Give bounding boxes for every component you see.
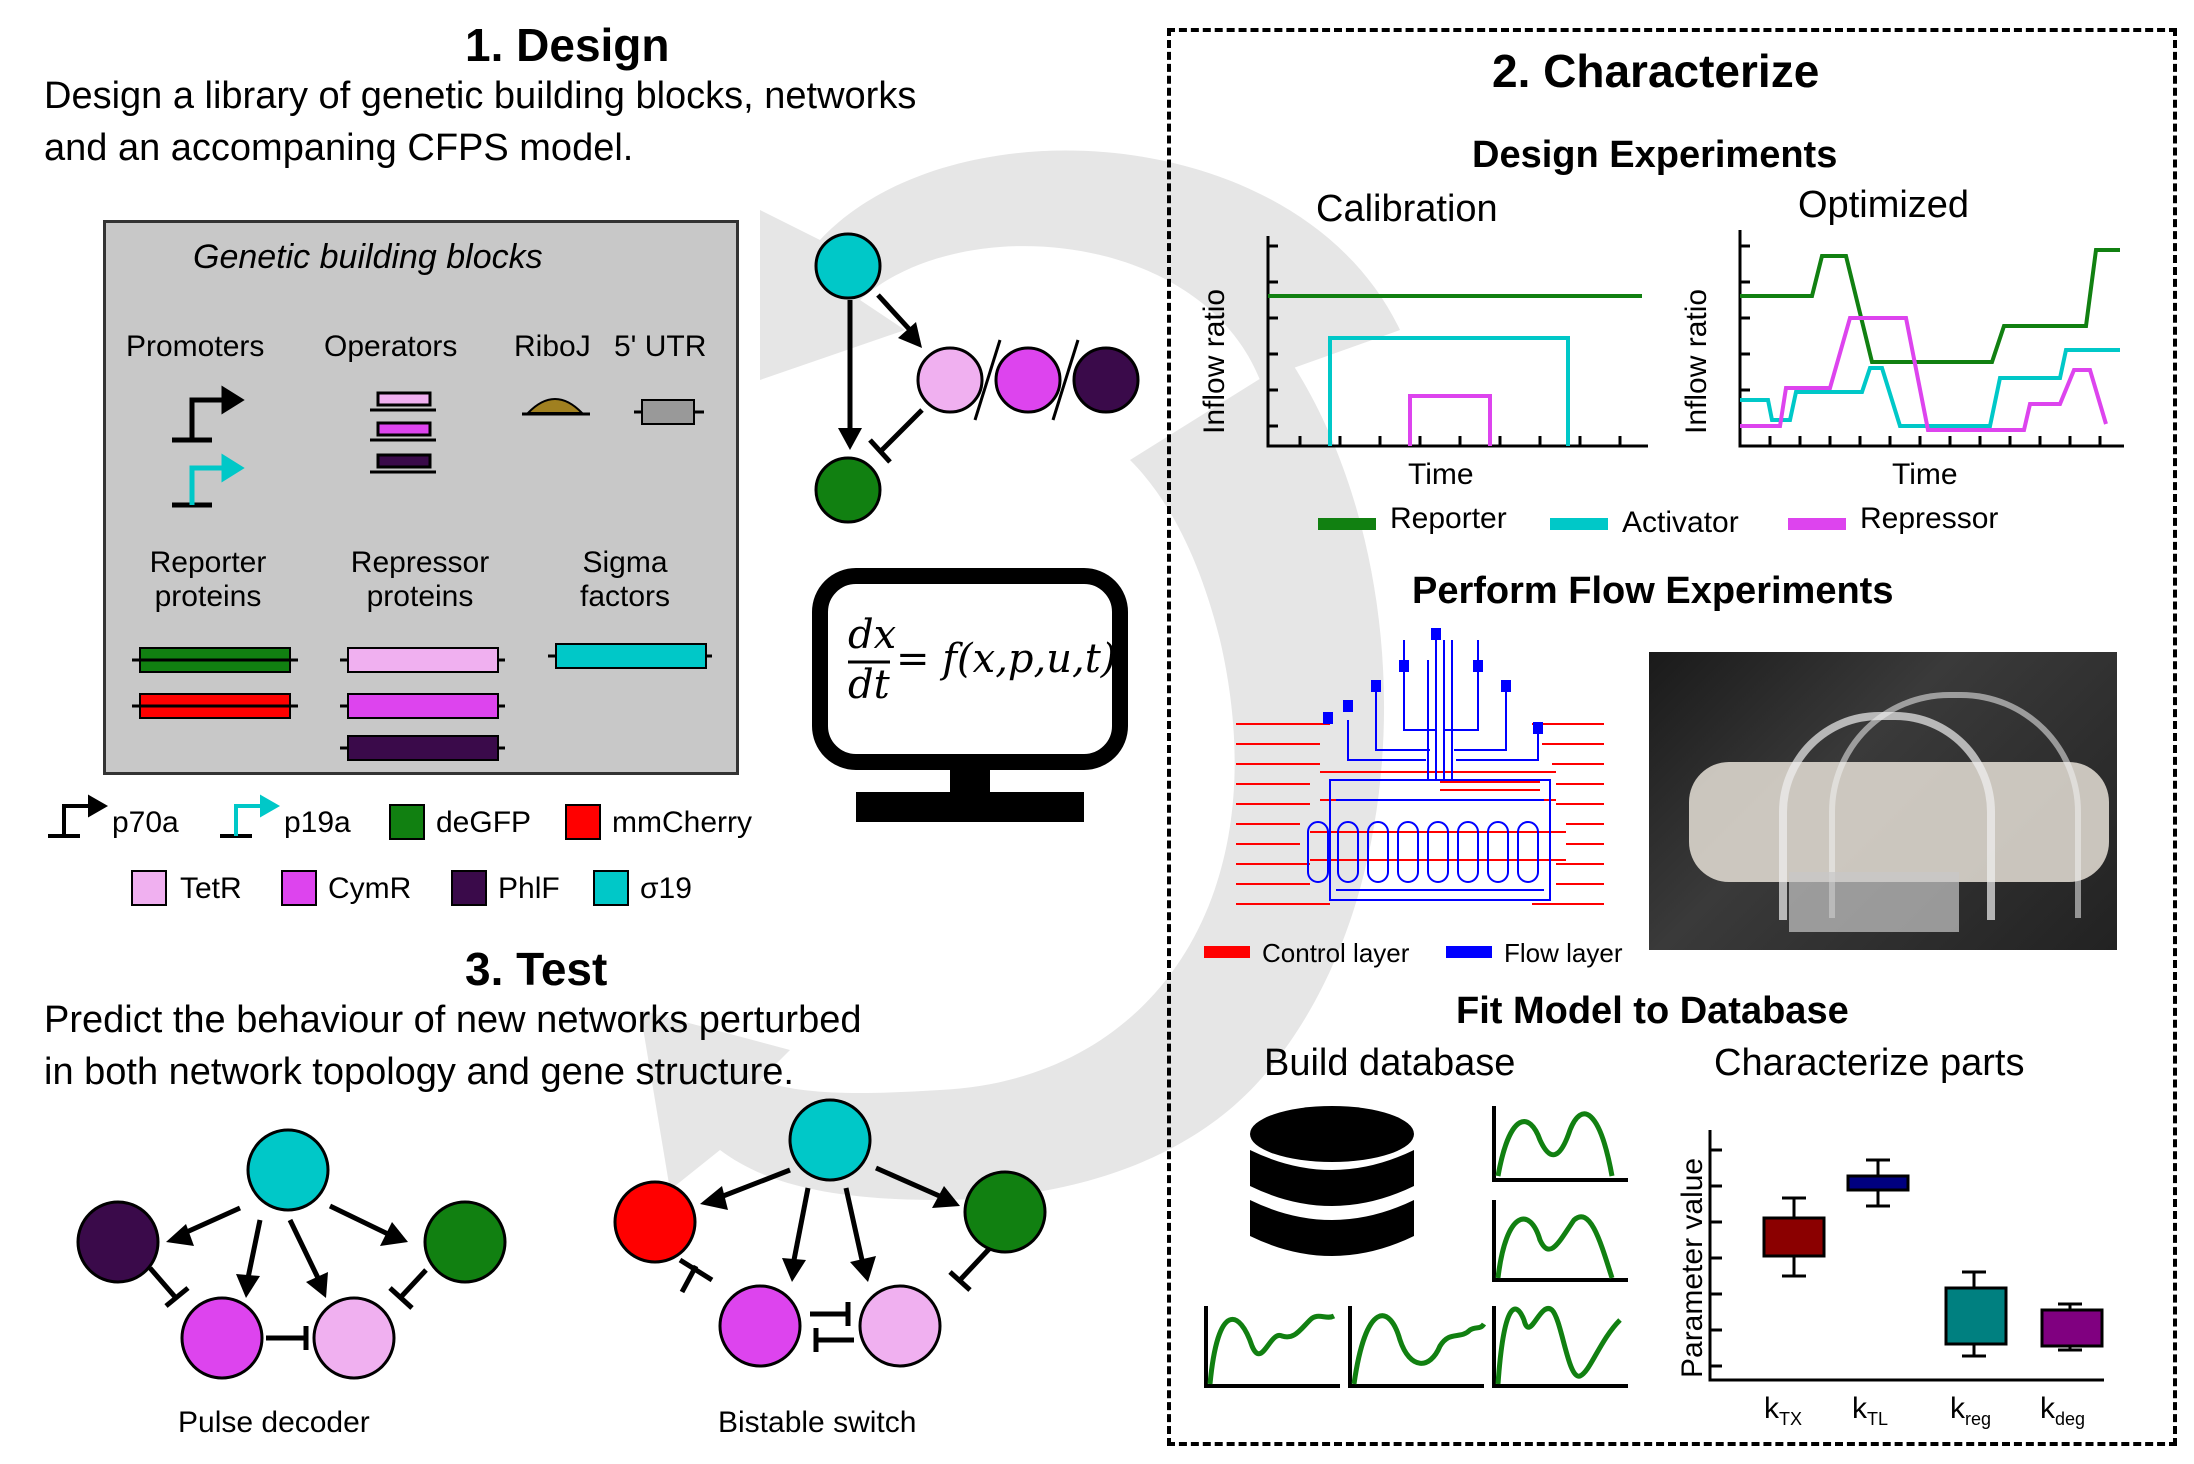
control-layer-label: Control layer (1262, 938, 1410, 968)
gbb-title: Genetic building blocks (193, 238, 543, 276)
optimized-yaxis: Inflow ratio (1680, 288, 1713, 434)
characterize-parts-title: Characterize parts (1714, 1042, 2025, 1084)
optimized-title: Optimized (1798, 184, 1970, 226)
test-desc-1: Predict the behaviour of new networks pe… (44, 999, 862, 1041)
legend-activator: Activator (1622, 506, 1739, 539)
riboj-label: RiboJ (514, 330, 591, 363)
legend-p19a: p19a (284, 806, 351, 839)
utr-label: 5' UTR (614, 330, 707, 363)
flow-layer-label: Flow layer (1504, 938, 1623, 968)
test-desc-2: in both network topology and gene struct… (44, 1051, 794, 1093)
k-tx-label: kTX (1764, 1392, 1803, 1429)
bistable-switch-label: Bistable switch (718, 1406, 917, 1439)
design-experiments-title: Design Experiments (1472, 134, 1838, 176)
legend-reporter: Reporter (1390, 502, 1507, 535)
fit-model-title: Fit Model to Database (1456, 990, 1849, 1032)
calibration-title: Calibration (1316, 188, 1498, 230)
characterize-title: 2. Characterize (1492, 45, 1820, 97)
calibration-yaxis: Inflow ratio (1198, 288, 1231, 434)
pulse-decoder-label: Pulse decoder (178, 1406, 370, 1439)
optimized-xaxis: Time (1892, 458, 1958, 491)
build-database-title: Build database (1264, 1042, 1516, 1084)
calibration-xaxis: Time (1408, 458, 1474, 491)
legend-repressor: Repressor (1860, 502, 1999, 535)
legend-degfp: deGFP (436, 806, 532, 839)
perform-flow-title: Perform Flow Experiments (1412, 570, 1894, 612)
legend-phlf: PhlF (498, 872, 560, 905)
legend-sigma19: σ19 (640, 872, 692, 905)
legend-p70a: p70a (112, 806, 179, 839)
legend-tetr: TetR (180, 872, 242, 905)
legend-cymr: CymR (328, 872, 412, 905)
legend-mmcherry: mmCherry (612, 806, 752, 839)
genetic-building-blocks-box (103, 220, 739, 775)
parameter-value-axis: Parameter value (1676, 1157, 1709, 1378)
operators-label: Operators (324, 330, 458, 363)
characterize-panel (1167, 28, 2177, 1446)
design-desc-1: Design a library of genetic building blo… (44, 75, 917, 117)
device-photo (1649, 652, 2117, 950)
k-tl-label: kTL (1852, 1392, 1889, 1429)
promoters-label: Promoters (126, 330, 265, 363)
k-deg-label: kdeg (2040, 1392, 2086, 1429)
design-desc-2: and an accompaning CFPS model. (44, 127, 634, 169)
test-title: 3. Test (465, 943, 608, 995)
k-reg-label: kreg (1950, 1392, 1992, 1429)
design-title: 1. Design (465, 19, 670, 71)
